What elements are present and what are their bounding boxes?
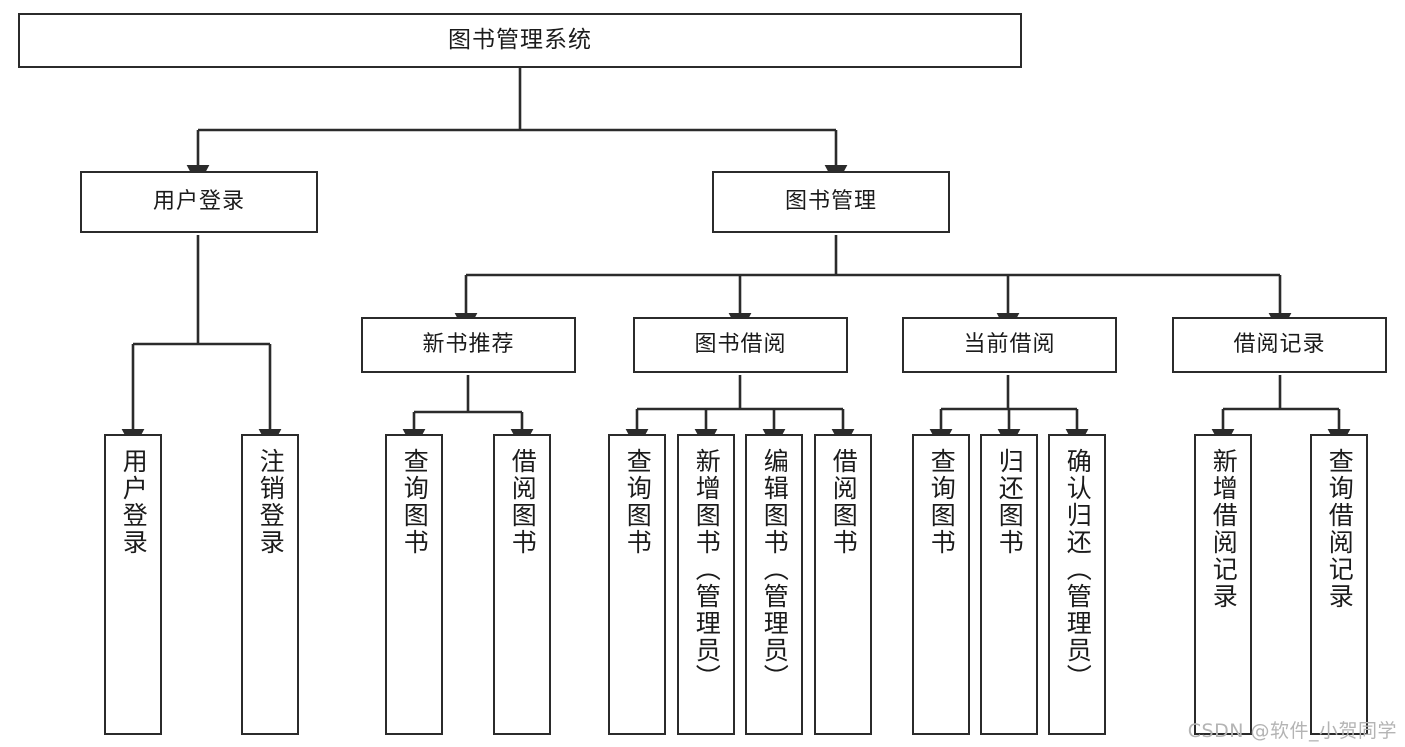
leaf-label: 新增图书（管理员） — [692, 448, 722, 691]
leaf-new-book-query-book[interactable]: 查询图书 — [385, 434, 443, 735]
leaf-current-borrow-query-book[interactable]: 查询图书 — [912, 434, 970, 735]
leaf-borrow-record-add-record[interactable]: 新增借阅记录 — [1194, 434, 1252, 735]
node-root-book-management-system[interactable]: 图书管理系统 — [18, 13, 1022, 68]
leaf-label: 查询图书 — [623, 448, 653, 556]
node-current-borrow[interactable]: 当前借阅 — [902, 317, 1117, 373]
leaf-label: 确认归还（管理员） — [1063, 448, 1093, 691]
leaf-label: 用户登录 — [119, 448, 149, 556]
csdn-watermark: CSDN @软件_小贺同学 — [1187, 720, 1397, 742]
leaf-label: 编辑图书（管理员） — [760, 448, 790, 691]
leaf-label: 新增借阅记录 — [1209, 448, 1239, 610]
leaf-book-borrow-query-book[interactable]: 查询图书 — [608, 434, 666, 735]
node-label: 图书管理系统 — [448, 26, 592, 53]
leaf-label: 归还图书 — [995, 448, 1025, 556]
node-book-borrow[interactable]: 图书借阅 — [633, 317, 848, 373]
leaf-current-borrow-return-book[interactable]: 归还图书 — [980, 434, 1038, 735]
node-label: 图书借阅 — [694, 331, 787, 357]
leaf-label: 借阅图书 — [508, 448, 538, 556]
leaf-label: 查询借阅记录 — [1325, 448, 1355, 610]
node-label: 借阅记录 — [1233, 331, 1326, 357]
node-book-management[interactable]: 图书管理 — [712, 171, 950, 233]
leaf-book-borrow-edit-book-admin[interactable]: 编辑图书（管理员） — [745, 434, 803, 735]
leaf-user-login-logout[interactable]: 注销登录 — [241, 434, 299, 735]
node-user-login[interactable]: 用户登录 — [80, 171, 318, 233]
node-label: 图书管理 — [784, 188, 877, 214]
node-label: 当前借阅 — [963, 331, 1056, 357]
leaf-current-borrow-confirm-return-admin[interactable]: 确认归还（管理员） — [1048, 434, 1106, 735]
leaf-new-book-borrow-book[interactable]: 借阅图书 — [493, 434, 551, 735]
leaf-book-borrow-add-book-admin[interactable]: 新增图书（管理员） — [677, 434, 735, 735]
leaf-label: 注销登录 — [256, 448, 286, 556]
leaf-borrow-record-query-record[interactable]: 查询借阅记录 — [1310, 434, 1368, 735]
leaf-label: 查询图书 — [400, 448, 430, 556]
node-borrow-record[interactable]: 借阅记录 — [1172, 317, 1387, 373]
leaf-user-login-login[interactable]: 用户登录 — [104, 434, 162, 735]
leaf-label: 查询图书 — [927, 448, 957, 556]
node-label: 新书推荐 — [422, 331, 515, 357]
leaf-book-borrow-borrow-book[interactable]: 借阅图书 — [814, 434, 872, 735]
node-new-book-recommend[interactable]: 新书推荐 — [361, 317, 576, 373]
node-label: 用户登录 — [152, 188, 245, 214]
leaf-label: 借阅图书 — [829, 448, 859, 556]
